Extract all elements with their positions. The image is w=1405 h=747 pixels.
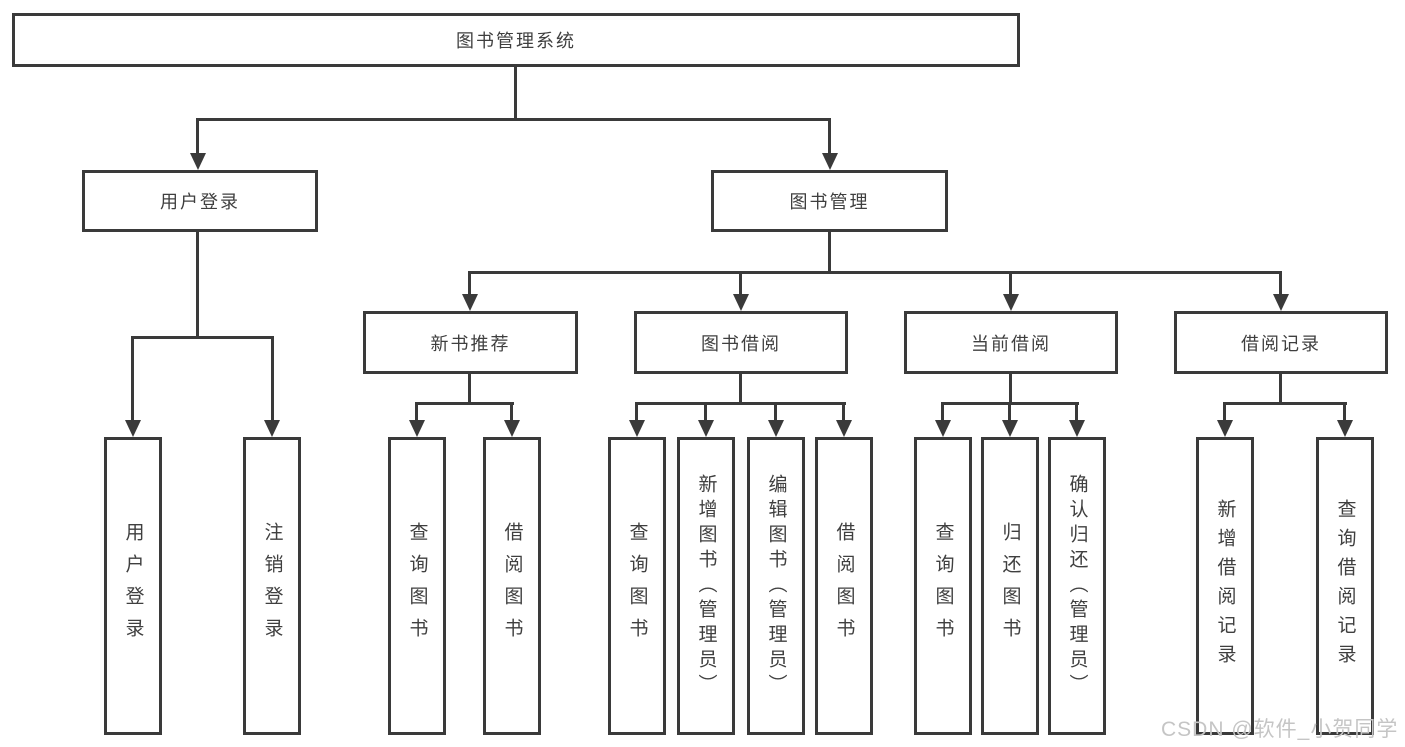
connector-line (635, 405, 638, 421)
leaf-bb-add-book-admin-label: 新增图书（管理员） (695, 473, 717, 699)
connector-line (828, 232, 831, 273)
connector-line (415, 405, 418, 421)
leaf-bb-borrow-books: 借阅图书 (815, 437, 873, 735)
connector-line (739, 273, 742, 295)
connector-line (1009, 273, 1012, 295)
leaf-br-query-borrow-record: 查询借阅记录 (1316, 437, 1374, 735)
leaf-cb-confirm-return-admin-label: 确认归还（管理员） (1066, 473, 1088, 699)
leaf-nb-borrow-books: 借阅图书 (483, 437, 541, 735)
leaf-logout: 注销登录 (243, 437, 301, 735)
leaf-cb-return-book-label: 归还图书 (999, 522, 1021, 650)
arrowhead-down (190, 153, 206, 170)
connector-line (514, 67, 517, 120)
connector-line (828, 120, 831, 155)
leaf-bb-edit-book-admin: 编辑图书（管理员） (747, 437, 805, 735)
connector-line (941, 405, 944, 421)
leaf-br-add-borrow-record-label: 新增借阅记录 (1214, 499, 1236, 673)
arrowhead-down (822, 153, 838, 170)
connector-line (774, 405, 777, 421)
leaf-bb-query-books-label: 查询图书 (626, 522, 648, 650)
connector-line (510, 405, 513, 421)
connector-line (1075, 405, 1078, 421)
leaf-bb-borrow-books-label: 借阅图书 (833, 522, 855, 650)
arrowhead-down (698, 420, 714, 437)
connector-line (739, 374, 742, 403)
node-book-borrowing-label: 图书借阅 (701, 333, 781, 354)
node-root: 图书管理系统 (12, 13, 1020, 67)
node-user-login-label: 用户登录 (160, 192, 240, 212)
leaf-user-login-label: 用户登录 (122, 522, 144, 650)
connector-line (271, 338, 274, 422)
connector-line (941, 402, 1079, 405)
leaf-bb-query-books: 查询图书 (608, 437, 666, 735)
connector-line (1223, 405, 1226, 421)
node-book-borrowing: 图书借阅 (634, 311, 848, 374)
node-root-label: 图书管理系统 (456, 31, 576, 51)
arrowhead-down (409, 420, 425, 437)
connector-line (196, 232, 199, 338)
leaf-cb-confirm-return-admin: 确认归还（管理员） (1048, 437, 1106, 735)
connector-line (468, 273, 471, 295)
connector-line (468, 374, 471, 403)
connector-line (1279, 374, 1282, 403)
arrowhead-down (1273, 294, 1289, 311)
arrowhead-down (1003, 294, 1019, 311)
arrowhead-down (1069, 420, 1085, 437)
leaf-bb-add-book-admin: 新增图书（管理员） (677, 437, 735, 735)
node-user-login: 用户登录 (82, 170, 318, 232)
connector-line (1009, 374, 1012, 403)
leaf-user-login: 用户登录 (104, 437, 162, 735)
leaf-nb-borrow-books-label: 借阅图书 (501, 522, 523, 650)
leaf-logout-label: 注销登录 (261, 522, 283, 650)
arrowhead-down (733, 294, 749, 311)
connector-line (196, 120, 199, 155)
connector-line (704, 405, 707, 421)
node-current-borrowing-label: 当前借阅 (971, 333, 1051, 354)
connector-line (415, 402, 514, 405)
connector-line (842, 405, 845, 421)
leaf-bb-edit-book-admin-label: 编辑图书（管理员） (765, 473, 787, 699)
leaf-cb-query-books: 查询图书 (914, 437, 972, 735)
connector-line (131, 336, 274, 339)
arrowhead-down (836, 420, 852, 437)
leaf-nb-query-books: 查询图书 (388, 437, 446, 735)
arrowhead-down (1337, 420, 1353, 437)
connector-line (468, 271, 1282, 274)
arrowhead-down (1002, 420, 1018, 437)
connector-line (1343, 405, 1346, 421)
connector-line (196, 118, 831, 121)
node-new-book-recommendation: 新书推荐 (363, 311, 578, 374)
connector-line (1279, 273, 1282, 295)
leaf-cb-query-books-label: 查询图书 (932, 522, 954, 650)
connector-line (1223, 402, 1347, 405)
node-current-borrowing: 当前借阅 (904, 311, 1118, 374)
leaf-br-query-borrow-record-label: 查询借阅记录 (1334, 499, 1356, 673)
arrowhead-down (1217, 420, 1233, 437)
csdn-watermark: CSDN @软件_小贺同学 (1161, 718, 1399, 741)
arrowhead-down (462, 294, 478, 311)
arrowhead-down (629, 420, 645, 437)
arrowhead-down (504, 420, 520, 437)
connector-line (131, 338, 134, 422)
connector-line (1008, 405, 1011, 421)
arrowhead-down (768, 420, 784, 437)
node-borrowing-records: 借阅记录 (1174, 311, 1388, 374)
connector-line (635, 402, 846, 405)
node-new-book-recommendation-label: 新书推荐 (430, 333, 511, 354)
leaf-br-add-borrow-record: 新增借阅记录 (1196, 437, 1254, 735)
arrowhead-down (264, 420, 280, 437)
node-book-management-label: 图书管理 (789, 192, 870, 212)
leaf-cb-return-book: 归还图书 (981, 437, 1039, 735)
arrowhead-down (935, 420, 951, 437)
node-borrowing-records-label: 借阅记录 (1241, 333, 1321, 354)
leaf-nb-query-books-label: 查询图书 (406, 522, 428, 650)
arrowhead-down (125, 420, 141, 437)
node-book-management: 图书管理 (711, 170, 948, 232)
